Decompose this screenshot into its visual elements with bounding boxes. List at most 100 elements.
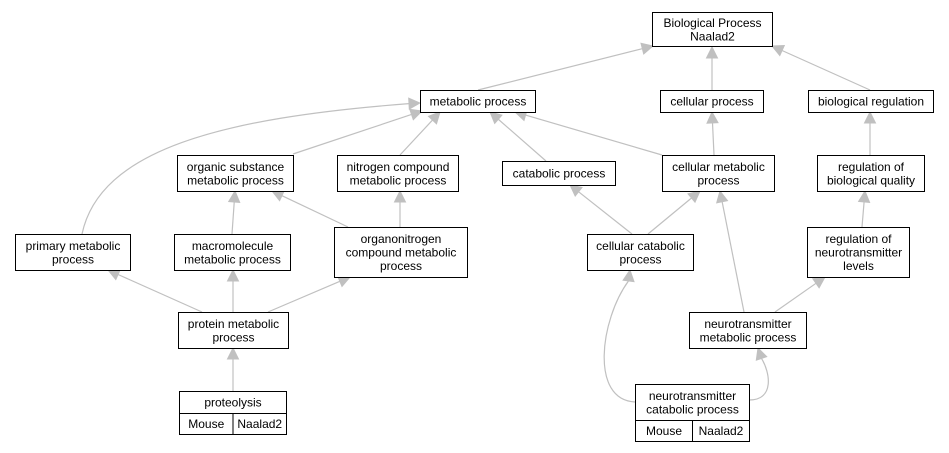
edge-prmp-to-pmp [106, 268, 203, 313]
go-node-cp[interactable]: cellular process [660, 90, 764, 113]
edge-arrowhead [569, 184, 583, 198]
edge-line [399, 119, 433, 156]
edge-arrowhead [705, 45, 719, 59]
node-box [587, 234, 694, 271]
edge-arrowhead [408, 97, 422, 110]
edge-arrowhead [270, 190, 286, 202]
edge-line [267, 280, 341, 313]
node-box [178, 312, 289, 349]
node-label-line: levels [843, 259, 874, 273]
go-node-br[interactable]: biological regulation [808, 90, 934, 113]
node-label-line: organonitrogen [361, 232, 442, 246]
species-tag-label: Naalad2 [699, 424, 744, 438]
node-label-line: metabolic process [187, 173, 284, 187]
edge-cp-to-bp [705, 45, 719, 90]
node-label-line: metabolic process [430, 95, 527, 109]
node-label-line: compound metabolic [346, 246, 457, 260]
edge-line [578, 191, 633, 235]
species-tag-label: Naalad2 [237, 417, 282, 431]
node-label-line: cellular process [670, 95, 753, 109]
edge-nmp-to-rnl [774, 276, 826, 313]
edge-arrowhead [227, 189, 241, 203]
node-label-line: metabolic process [700, 330, 797, 344]
node-box [817, 155, 925, 192]
edge-ocmp-to-osmp [270, 190, 349, 228]
edge-nmp-to-cmp [716, 189, 745, 313]
node-box [660, 90, 764, 113]
node-label-line: process [697, 173, 739, 187]
node-label-line: metabolic process [184, 252, 281, 266]
node-label-line: catabolic process [513, 167, 606, 181]
node-label-line: Naalad2 [690, 29, 735, 43]
edge-ncp-to-nmp [748, 346, 769, 401]
species-tag: Naalad2 [692, 420, 750, 442]
edge-arrowhead [427, 111, 441, 125]
node-label-line: neurotransmitter [704, 317, 791, 331]
node-box [337, 155, 459, 192]
edge-line [647, 197, 692, 235]
edge-arrowhead [622, 268, 635, 283]
node-label-line: cellular catabolic [596, 239, 685, 253]
node-label-line: regulation of [838, 160, 905, 174]
species-tag-label: Mouse [188, 417, 224, 431]
node-label-line: protein metabolic [188, 317, 279, 331]
edge-arrowhead [857, 189, 871, 203]
edge-line [603, 280, 636, 403]
edge-line [231, 201, 235, 235]
edge-cmp-to-mp [513, 109, 663, 156]
node-box [662, 155, 775, 192]
edge-arrowhead [393, 189, 407, 203]
edge-line [748, 358, 769, 401]
node-label-line: neurotransmitter [815, 246, 902, 260]
edge-arrowhead [226, 346, 240, 360]
node-label-line: process [380, 259, 422, 273]
edge-prmp-to-ocmp [267, 275, 352, 313]
edge-catp-to-mp [489, 111, 547, 162]
node-label-line: process [619, 252, 661, 266]
go-node-mp[interactable]: metabolic process [420, 90, 536, 113]
node-label-line: biological quality [827, 173, 915, 187]
edge-arrowhead [811, 276, 826, 289]
node-label-line: process [52, 252, 94, 266]
node-box [15, 234, 131, 271]
edge-arrowhead [863, 110, 877, 124]
edge-br-to-bp [770, 44, 871, 91]
edge-cmp-to-cp [706, 110, 719, 156]
node-label-line: primary metabolic [26, 239, 121, 253]
node-box [635, 384, 750, 421]
node-label-line: catabolic process [646, 402, 739, 416]
edge-line [292, 113, 412, 155]
edge-line [497, 118, 547, 162]
node-box [177, 155, 294, 192]
node-box [502, 161, 616, 186]
edge-line [281, 195, 349, 228]
edge-pmp-to-mp [81, 97, 422, 235]
edge-ocmp-to-ncmp [393, 189, 407, 227]
species-tag-label: Mouse [646, 424, 682, 438]
node-label-line: macromolecule [192, 239, 274, 253]
edge-line [711, 122, 715, 156]
edge-rnl-to-rbq [857, 189, 871, 228]
edge-line [117, 273, 203, 313]
go-node-catp[interactable]: catabolic process [502, 161, 616, 186]
node-box [807, 227, 910, 278]
edge-prmp-to-mmp [226, 268, 240, 312]
edge-arrowhead [755, 346, 768, 361]
edge-arrowhead [770, 44, 786, 57]
node-label-line: nitrogen compound [347, 160, 450, 174]
